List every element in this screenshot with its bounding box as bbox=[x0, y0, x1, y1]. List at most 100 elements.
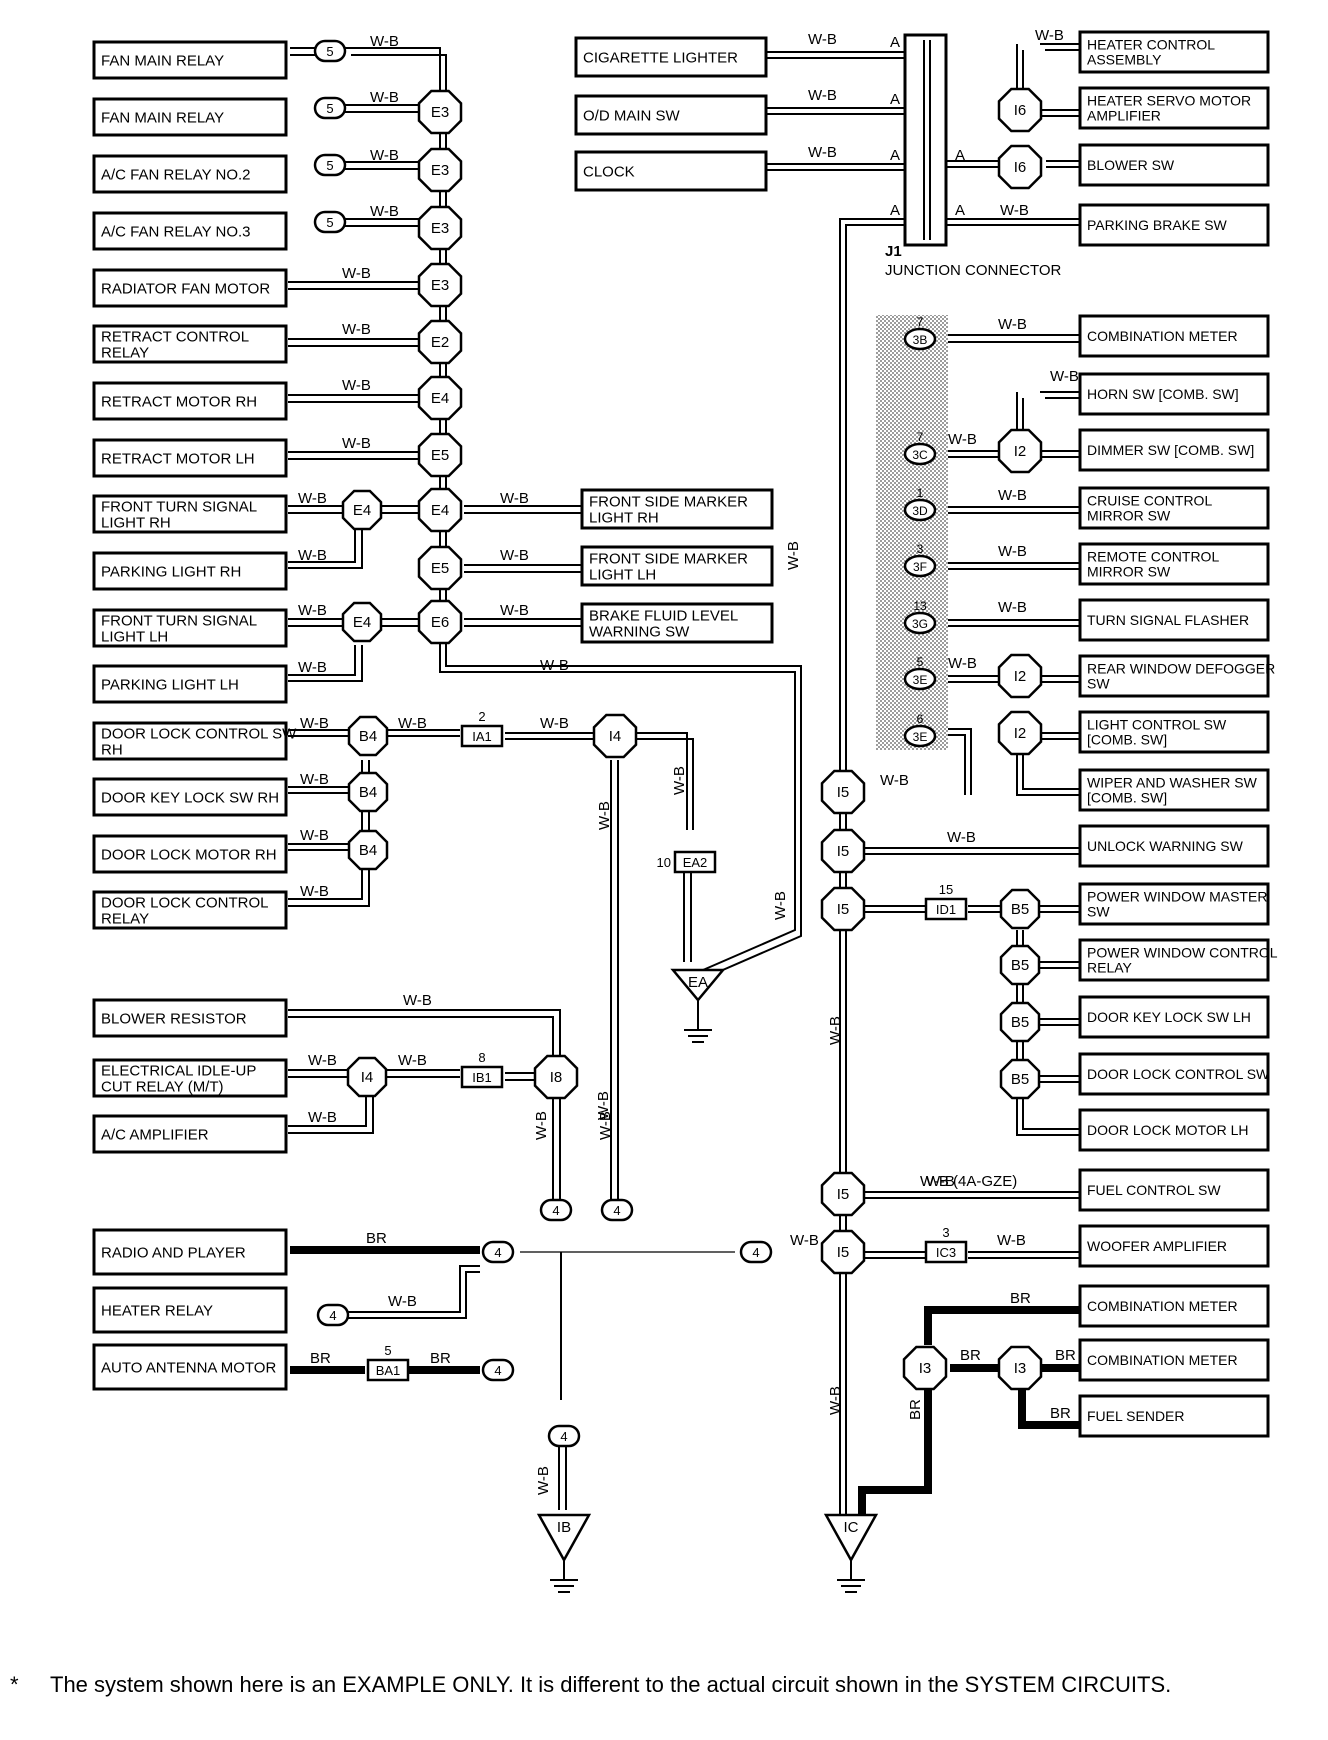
ground-ea-label: EA bbox=[688, 974, 708, 991]
c3e-b-connector bbox=[903, 724, 937, 748]
heater-conn-connector-label: 4 bbox=[329, 1308, 336, 1323]
i6-a-splice bbox=[997, 87, 1043, 133]
ic3-pin-number: 3 bbox=[942, 1225, 949, 1240]
i3-b-splice-label: I3 bbox=[1014, 1360, 1027, 1377]
ba1-connector-label: BA1 bbox=[376, 1363, 401, 1378]
i2-c-splice bbox=[997, 710, 1043, 756]
relay-conn-3-connector-label: 5 bbox=[326, 215, 333, 230]
center-comp-5-box bbox=[574, 150, 768, 192]
wire-br-label-2: BR bbox=[430, 1350, 451, 1367]
left-comp-9-box bbox=[92, 551, 288, 591]
c3e-a-pin-number: 5 bbox=[917, 655, 924, 669]
ic3-connector bbox=[924, 1240, 968, 1264]
left-comp-11-label: PARKING LIGHT LH bbox=[101, 676, 239, 693]
wire-wb-label-34: W-B bbox=[998, 316, 1027, 333]
right-comp-13-label: UNLOCK WARNING SW bbox=[1087, 838, 1244, 854]
ib1-connector-label: IB1 bbox=[472, 1070, 492, 1085]
b5-3-splice bbox=[999, 1058, 1041, 1100]
ia1-connector bbox=[460, 724, 504, 748]
left-comp-12-box bbox=[92, 721, 288, 761]
wire-br-label-0: BR bbox=[366, 1230, 387, 1247]
i3-b-splice bbox=[997, 1345, 1043, 1391]
i3-a-splice-label: I3 bbox=[919, 1360, 932, 1377]
wire-wb-label-37: W-B bbox=[998, 487, 1027, 504]
wire-wb-label-31: W-B bbox=[808, 144, 837, 161]
i5-2-splice bbox=[820, 886, 866, 932]
b4-c-splice bbox=[347, 829, 389, 871]
left-comp-21-box bbox=[92, 1343, 288, 1391]
junction-pin-1: A bbox=[890, 91, 900, 108]
b5-0-splice-label: B5 bbox=[1011, 901, 1029, 918]
ib-conn-b-connector bbox=[600, 1198, 634, 1222]
right-comp-2-box bbox=[1078, 143, 1270, 187]
wire-wb-vlabel-ib: W-B bbox=[535, 1466, 552, 1495]
left-comp-8-box bbox=[92, 494, 288, 534]
wire-wb-vlabel-7: W-B bbox=[827, 1016, 844, 1045]
c3g-connector-label: 3G bbox=[912, 617, 928, 631]
right-comp-5-label: HORN SW [COMB. SW] bbox=[1087, 386, 1239, 402]
right-comp-20-box bbox=[1078, 1224, 1270, 1268]
wire-wb-label-43: W-B bbox=[926, 1173, 955, 1190]
junction-pin-2: A bbox=[890, 147, 900, 164]
right-comp-11-label: LIGHT CONTROL SW[COMB. SW] bbox=[1087, 716, 1227, 747]
left-comp-4-box bbox=[92, 268, 288, 308]
right-comp-6-box bbox=[1078, 428, 1270, 472]
c3f-connector bbox=[903, 554, 937, 578]
wire-wb-vlabel-6: W-B bbox=[785, 541, 802, 570]
left-comp-6-box bbox=[92, 381, 288, 421]
right-comp-3-box bbox=[1078, 203, 1270, 247]
wire-wb-label-36: W-B bbox=[948, 431, 977, 448]
ic3-connector-label: IC3 bbox=[936, 1245, 956, 1260]
splice-nodes bbox=[313, 39, 1043, 1448]
right-comp-6-label: DIMMER SW [COMB. SW] bbox=[1087, 442, 1254, 458]
wire-wb-label-40: W-B bbox=[948, 655, 977, 672]
relay-conn-0-connector-label: 5 bbox=[326, 44, 333, 59]
e2-splice bbox=[417, 319, 463, 365]
junction-title: JUNCTION CONNECTOR bbox=[885, 262, 1062, 279]
c3b-connector bbox=[903, 327, 937, 351]
id1-pin-number: 15 bbox=[939, 882, 953, 897]
right-comp-5-box bbox=[1078, 372, 1270, 416]
left-comp-18-box bbox=[92, 1114, 288, 1154]
right-comp-21-box bbox=[1078, 1284, 1270, 1328]
e5-a-splice-label: E5 bbox=[431, 447, 449, 464]
center-comp-1-box bbox=[580, 545, 774, 587]
wire-wb-label-42: W-B bbox=[947, 829, 976, 846]
footnote-text: The system shown here is an EXAMPLE ONLY… bbox=[50, 1672, 1172, 1697]
right-comp-18-box bbox=[1078, 1108, 1270, 1152]
left-comp-1-box bbox=[92, 97, 288, 137]
wire-wb-label-16: W-B bbox=[300, 715, 329, 732]
wire-wb-label-32: W-B bbox=[1035, 27, 1064, 44]
i8-splice bbox=[533, 1054, 579, 1100]
center-comp-4-box bbox=[574, 94, 768, 136]
i5-2-splice-label: I5 bbox=[837, 901, 850, 918]
wire-wb-label-22: W-B bbox=[403, 992, 432, 1009]
fuel-control-note: W-B (4A-GZE) bbox=[920, 1173, 1017, 1190]
ground-ib-label: IB bbox=[557, 1519, 571, 1536]
wires bbox=[288, 43, 1080, 1540]
e3-b-splice-label: E3 bbox=[431, 162, 449, 179]
right-comp-23-box bbox=[1078, 1394, 1270, 1438]
left-comp-7-box bbox=[92, 438, 288, 478]
left-comp-1-label: FAN MAIN RELAY bbox=[101, 109, 224, 126]
footnote-marker: * bbox=[10, 1672, 19, 1697]
wire-br-vlabel: BR bbox=[907, 1399, 924, 1420]
antenna-conn-connector bbox=[481, 1358, 515, 1382]
b5-0-splice bbox=[999, 888, 1041, 930]
inline-connectors bbox=[366, 327, 968, 1382]
c3e-b-pin-number: 6 bbox=[917, 712, 924, 726]
right-comp-4-box bbox=[1078, 314, 1270, 358]
component-boxes bbox=[92, 30, 1270, 1438]
e4-a-splice bbox=[417, 375, 463, 421]
left-comp-10-box bbox=[92, 608, 288, 648]
i6-b-splice bbox=[997, 144, 1043, 190]
left-comp-15-box bbox=[92, 890, 288, 930]
right-comp-20-label: WOOFER AMPLIFIER bbox=[1087, 1238, 1227, 1254]
